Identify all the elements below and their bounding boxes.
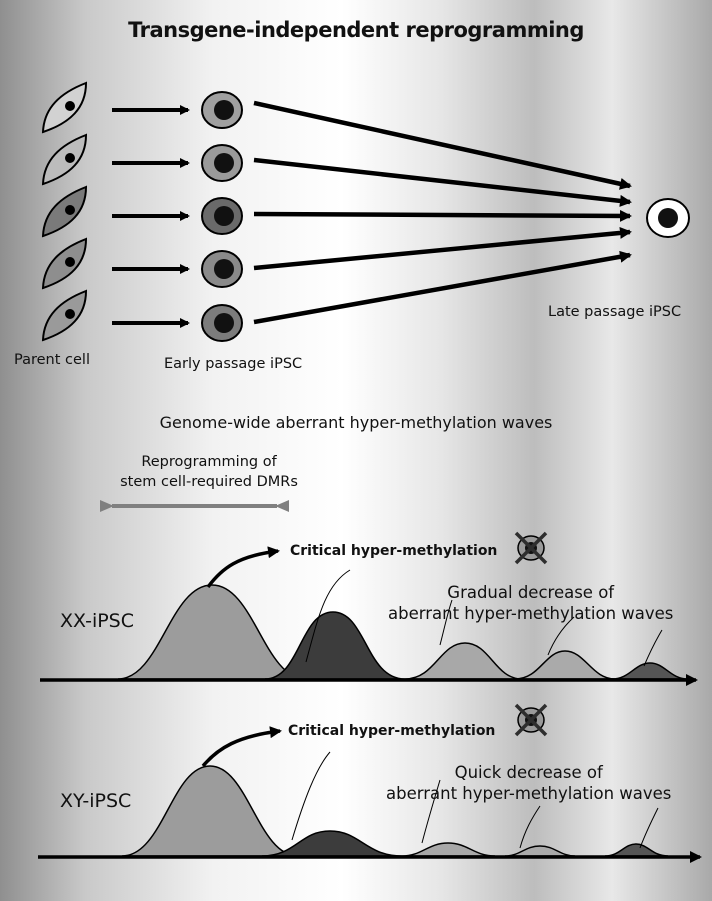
xx-ipsc-label: XX-iPSC bbox=[60, 610, 134, 632]
converging-arrows bbox=[254, 103, 630, 322]
xy-decrease-line2: aberrant hyper-methylation waves bbox=[386, 783, 671, 804]
diagram-title: Transgene-independent reprogramming bbox=[0, 18, 712, 42]
early-passage-label: Early passage iPSC bbox=[164, 356, 302, 372]
dmr-label-line1: Reprogramming of bbox=[104, 452, 314, 472]
late-passage-label: Late passage iPSC bbox=[548, 304, 681, 320]
dmr-label-line2: stem cell-required DMRs bbox=[104, 472, 314, 492]
xx-wave-5 bbox=[612, 663, 688, 679]
xx-pointer-4 bbox=[644, 630, 662, 666]
xx-wave-4 bbox=[515, 651, 615, 679]
xy-wave-4 bbox=[505, 846, 575, 856]
xx-critical-label: Critical hyper-methylation bbox=[290, 543, 497, 559]
early-cell-4 bbox=[202, 251, 242, 287]
short-arrows bbox=[112, 110, 188, 323]
xx-wave-1 bbox=[118, 585, 306, 679]
parent-cell-2 bbox=[43, 135, 86, 184]
xy-decrease-label: Quick decrease of aberrant hyper-methyla… bbox=[386, 762, 671, 804]
parent-cell-4 bbox=[43, 239, 86, 288]
xy-decrease-line1: Quick decrease of bbox=[386, 762, 671, 783]
section-title: Genome-wide aberrant hyper-methylation w… bbox=[0, 413, 712, 432]
xx-critical-arrow bbox=[208, 551, 278, 587]
xx-decrease-line1: Gradual decrease of bbox=[388, 582, 673, 603]
early-cell-1 bbox=[202, 92, 242, 128]
xy-critical-label: Critical hyper-methylation bbox=[288, 723, 495, 739]
xy-ipsc-label: XY-iPSC bbox=[60, 790, 131, 812]
xx-blocked-cell-icon bbox=[516, 533, 546, 563]
xy-blocked-cell-icon bbox=[516, 705, 546, 735]
parent-cell-3 bbox=[43, 187, 86, 236]
early-cell-3 bbox=[202, 198, 242, 234]
xx-wave-3 bbox=[405, 643, 522, 679]
early-cell-5 bbox=[202, 305, 242, 341]
xy-pointer-1 bbox=[292, 752, 330, 840]
xy-wave-3 bbox=[402, 843, 495, 856]
parent-cell-label: Parent cell bbox=[14, 352, 90, 368]
xy-pointer-4 bbox=[640, 808, 658, 848]
early-cell-2 bbox=[202, 145, 242, 181]
xx-decrease-line2: aberrant hyper-methylation waves bbox=[388, 603, 673, 624]
xy-wave-1 bbox=[122, 766, 298, 856]
late-passage-cell bbox=[647, 199, 689, 237]
parent-cells bbox=[43, 83, 86, 340]
xy-pointer-3 bbox=[520, 806, 540, 848]
xx-wave-2 bbox=[265, 612, 405, 679]
xy-wave-5 bbox=[605, 844, 668, 856]
early-passage-cells bbox=[202, 92, 242, 341]
xy-wave-2 bbox=[262, 831, 402, 856]
dmr-label: Reprogramming of stem cell-required DMRs bbox=[104, 452, 314, 492]
xy-critical-arrow bbox=[203, 731, 280, 766]
xx-decrease-label: Gradual decrease of aberrant hyper-methy… bbox=[388, 582, 673, 624]
parent-cell-1 bbox=[43, 83, 86, 132]
parent-cell-5 bbox=[43, 291, 86, 340]
